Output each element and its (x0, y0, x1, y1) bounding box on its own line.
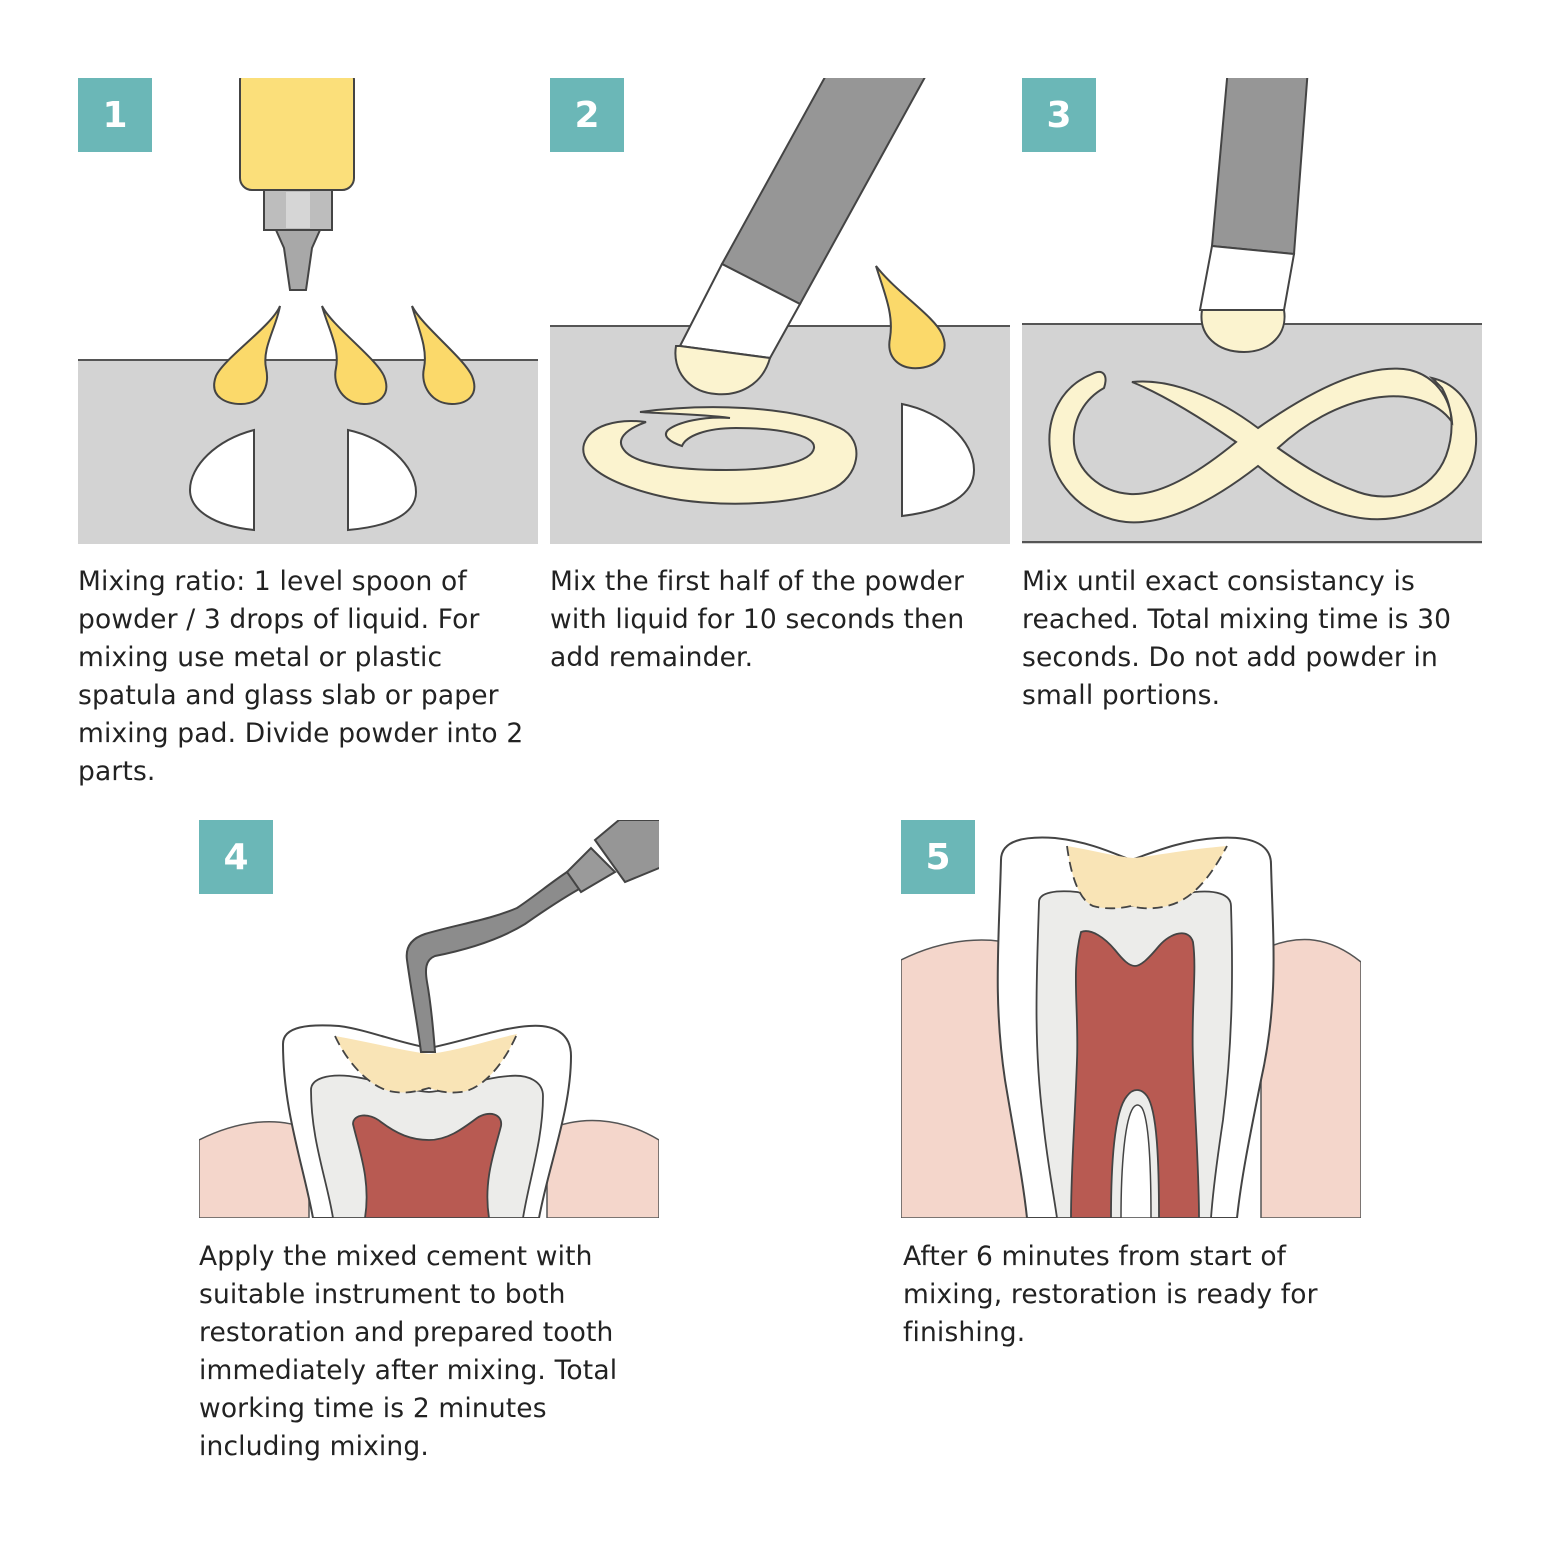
applying-cement-illustration (199, 820, 659, 1218)
step-2-number-badge: 2 (550, 78, 624, 152)
cement-instrument (405, 870, 583, 1053)
step-4-number-badge: 4 (199, 820, 273, 894)
root-gap-inner (1120, 1104, 1152, 1218)
step-5-number-badge: 5 (901, 820, 975, 894)
step-5-illustration (901, 820, 1361, 1218)
cement-on-spatula (1200, 309, 1286, 354)
spatula-tip (1198, 244, 1296, 311)
step-1-illustration (78, 78, 538, 544)
gum (1260, 938, 1361, 1218)
instrument-handle (593, 820, 659, 884)
pulp (352, 1112, 502, 1218)
gum (199, 1121, 310, 1218)
powder-half (347, 428, 418, 532)
step-3-caption: Mix until exact consistancy is reached. … (1022, 566, 1452, 711)
mixing-consistency-illustration (1022, 78, 1482, 544)
liquid-drop (321, 305, 388, 406)
liquid-drop (213, 305, 281, 406)
gum (546, 1119, 659, 1218)
cement-swirl (582, 406, 858, 505)
cement-on-spatula (674, 345, 772, 396)
mixing-first-half-illustration (550, 78, 1010, 544)
step-4-caption: Apply the mixed cement with suitable ins… (199, 1241, 618, 1462)
liquid-bottle (239, 78, 355, 191)
finished-restoration-illustration (901, 836, 1361, 1218)
step-2-caption: Mix the first half of the powder with li… (550, 566, 965, 673)
pulp (1070, 930, 1200, 1218)
step-4-illustration (199, 820, 659, 1218)
powder-half (188, 428, 255, 532)
liquid-drop (411, 305, 476, 406)
spatula-handle (1210, 78, 1309, 256)
step-1-number-badge: 1 (78, 78, 152, 152)
filling (1067, 846, 1227, 909)
cement-figure-eight (1048, 367, 1478, 524)
filling (335, 1034, 517, 1093)
step-2-illustration (550, 78, 1010, 544)
powder-half (901, 402, 976, 518)
step-5-caption: After 6 minutes from start of mixing, re… (903, 1241, 1318, 1348)
step-3-illustration (1022, 78, 1482, 544)
spatula-handle (720, 78, 926, 306)
bottle-nozzle (274, 229, 322, 291)
instrument-collar (565, 846, 617, 894)
dispensing-drops-illustration (78, 78, 538, 544)
step-1-caption: Mixing ratio: 1 level spoon of powder / … (78, 566, 524, 787)
liquid-drop (875, 265, 946, 370)
step-3-number-badge: 3 (1022, 78, 1096, 152)
